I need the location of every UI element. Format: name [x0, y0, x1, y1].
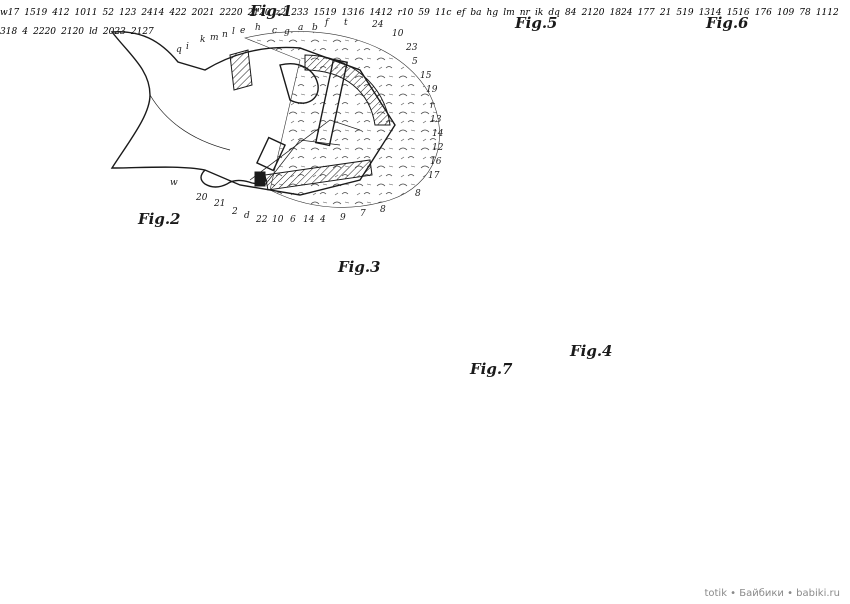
svg-text:19: 19: [426, 85, 438, 95]
figure-6-reference-numbers: 2220 2120: [219, 8, 271, 18]
svg-text:23: 23: [405, 43, 418, 53]
svg-text:m: m: [210, 33, 219, 43]
svg-text:h: h: [255, 23, 261, 33]
svg-text:e: e: [240, 26, 245, 36]
svg-text:d: d: [244, 211, 250, 221]
svg-text:6: 6: [290, 215, 296, 225]
svg-text:9: 9: [340, 213, 346, 223]
svg-text:8: 8: [415, 189, 421, 199]
svg-text:10: 10: [392, 29, 404, 39]
svg-text:5: 5: [412, 57, 418, 67]
figure-3-reference-numbers: 21 519 1314 1516 176 109 78 1112 318 4: [0, 8, 839, 37]
svg-text:17: 17: [428, 171, 440, 181]
svg-text:14: 14: [303, 215, 315, 225]
svg-text:12: 12: [432, 143, 444, 153]
figure-1: [110, 31, 440, 208]
svg-text:22: 22: [255, 215, 268, 225]
figure-3-caption: Fig.3: [338, 258, 381, 276]
svg-text:16: 16: [430, 157, 442, 167]
svg-text:l: l: [232, 27, 235, 37]
svg-text:n: n: [222, 30, 228, 40]
svg-text:4: 4: [319, 215, 326, 225]
svg-text:t: t: [344, 18, 348, 28]
svg-text:r: r: [430, 101, 435, 111]
svg-text:c: c: [272, 26, 277, 36]
figure-5-reference-numbers: w17 1519 412 1011 52 123 2414 422 2021: [0, 8, 215, 18]
svg-text:13: 13: [430, 115, 442, 125]
figure-4-reference-numbers: 2220 2120: [33, 27, 85, 37]
svg-text:7: 7: [360, 209, 366, 219]
figure-4-caption: Fig.4: [570, 342, 613, 360]
watermark-credit: totik • Байбики • babiki.ru: [700, 587, 844, 600]
svg-text:15: 15: [420, 71, 432, 81]
svg-text:14: 14: [432, 129, 444, 139]
figure-1-caption: Fig.1: [250, 2, 293, 20]
figure-2-caption: Fig.2: [138, 210, 181, 228]
svg-text:w: w: [170, 178, 178, 188]
svg-text:20: 20: [195, 193, 208, 203]
svg-text:g: g: [284, 27, 290, 37]
svg-text:24: 24: [371, 20, 384, 30]
svg-text:a: a: [298, 23, 303, 33]
svg-text:2: 2: [231, 207, 238, 217]
svg-text:10: 10: [272, 215, 284, 225]
svg-text:i: i: [186, 42, 189, 52]
figure-5-caption: Fig.5: [515, 14, 558, 32]
svg-text:8: 8: [380, 205, 386, 215]
figure-2-reference-letters: z2 233 1519 1316 1412 r10 59 11c ef ba h…: [275, 8, 655, 18]
figure-7-caption: Fig.7: [470, 360, 513, 378]
svg-text:k: k: [200, 35, 205, 45]
svg-text:f: f: [324, 18, 330, 28]
svg-text:q: q: [176, 45, 182, 55]
svg-text:b: b: [312, 23, 318, 33]
figure-6-caption: Fig.6: [706, 14, 749, 32]
svg-text:21: 21: [213, 199, 225, 209]
